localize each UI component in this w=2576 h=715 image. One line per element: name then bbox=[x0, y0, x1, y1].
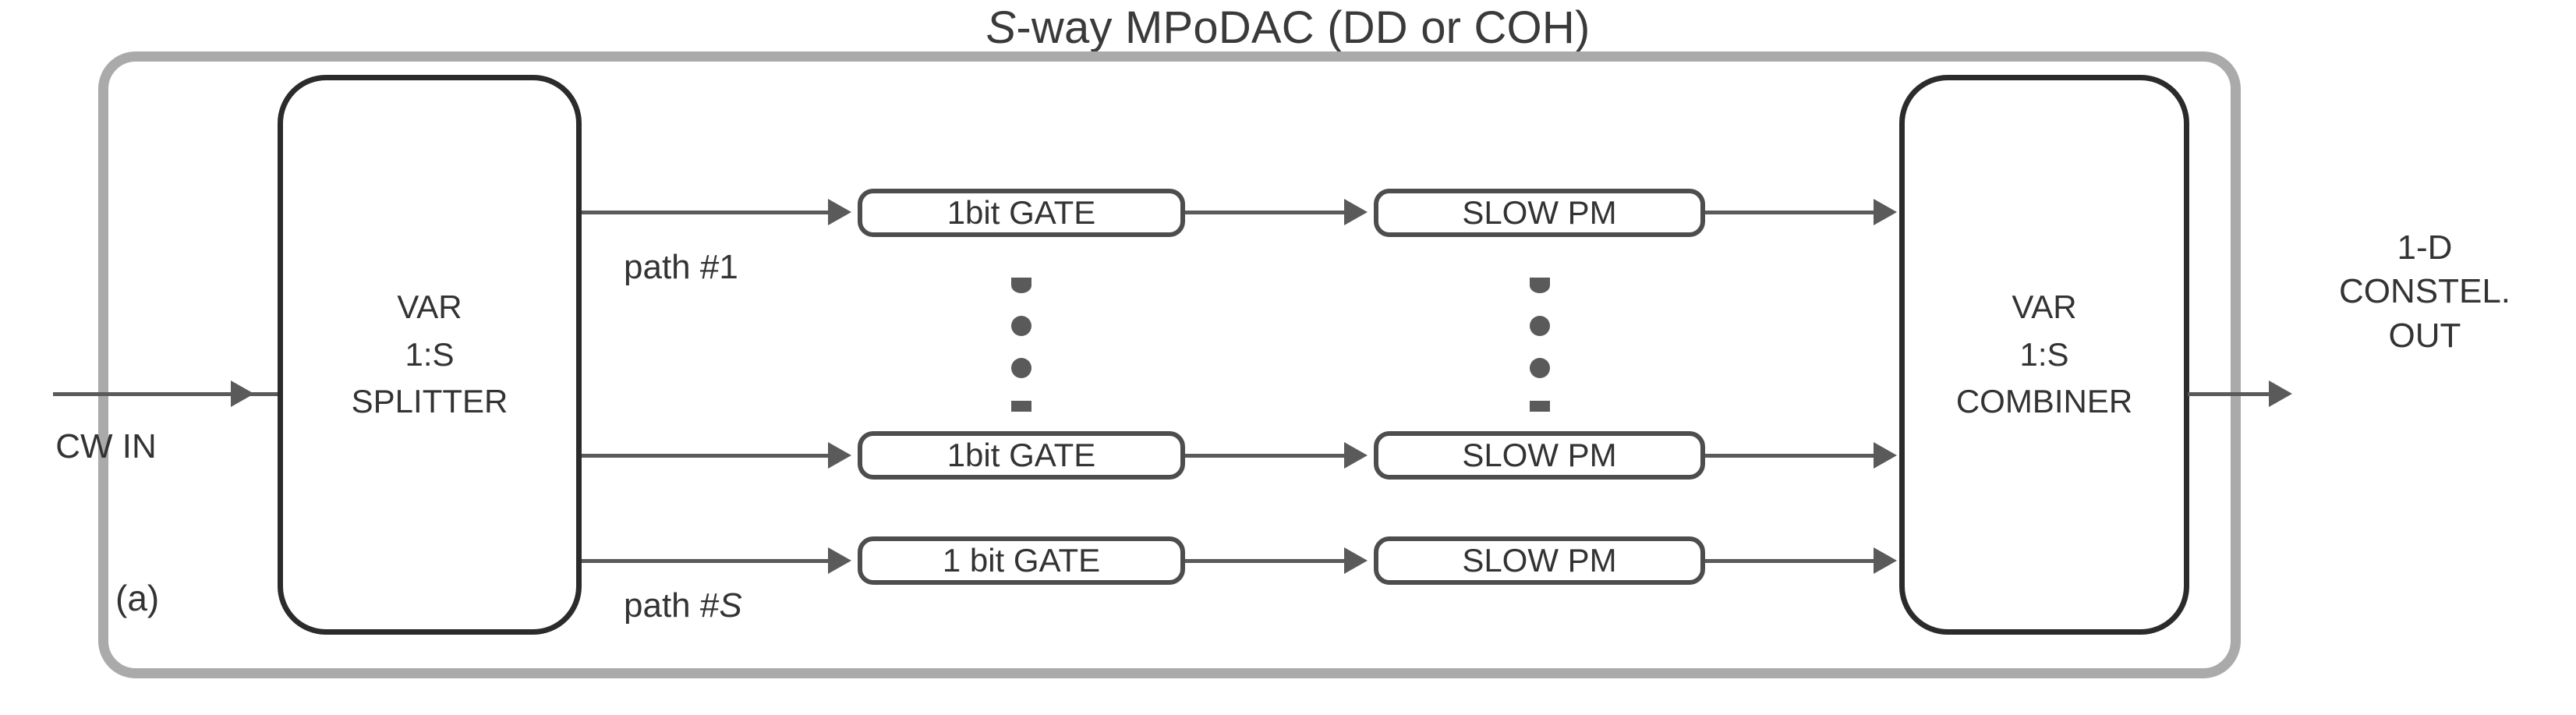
panel-label: (a) bbox=[115, 578, 160, 618]
cw-in-wire bbox=[53, 392, 278, 396]
out-arrow-icon bbox=[2269, 381, 2292, 407]
gate-column-ellipsis-icon bbox=[1011, 278, 1031, 412]
phase-modulator-block-path-s[interactable]: SLOW PM bbox=[1374, 536, 1705, 585]
output-label: 1-D CONSTEL. OUT bbox=[2308, 226, 2542, 358]
path-s-label: path #S bbox=[624, 586, 742, 625]
gate-block-path-s[interactable]: 1 bit GATE bbox=[858, 536, 1185, 585]
cw-in-arrow-icon bbox=[231, 381, 254, 407]
combiner-line-3: COMBINER bbox=[1955, 383, 2133, 420]
ellipsis-dot bbox=[1011, 358, 1031, 379]
ellipsis-dot bbox=[1530, 358, 1550, 379]
variable-splitter-block[interactable]: VAR 1:S SPLITTER bbox=[278, 75, 582, 635]
path-s-label-prefix: path # bbox=[624, 586, 720, 625]
gate2-to-pm2-wire bbox=[1185, 454, 1350, 458]
pm-column-ellipsis-icon bbox=[1530, 278, 1550, 412]
splitter-to-gate3-wire bbox=[582, 559, 834, 563]
splitter-to-gate2-wire bbox=[582, 454, 834, 458]
ellipsis-dot bbox=[1011, 400, 1031, 412]
combiner-line-2: 1:S bbox=[2019, 335, 2069, 373]
pm3-to-combiner-wire bbox=[1705, 559, 1878, 563]
splitter-to-gate1-wire bbox=[582, 211, 834, 214]
pm3-input-arrow-icon bbox=[1344, 547, 1368, 574]
pm2-to-combiner-wire bbox=[1705, 454, 1878, 458]
ellipsis-dot bbox=[1530, 278, 1550, 293]
phase-modulator-block-path-1[interactable]: SLOW PM bbox=[1374, 189, 1705, 237]
combiner-input-1-arrow-icon bbox=[1874, 199, 1897, 225]
figure-title-text: -way MPoDAC (DD or COH) bbox=[1016, 2, 1591, 53]
path-1-label-prefix: path # bbox=[624, 248, 720, 286]
variable-combiner-block[interactable]: VAR 1:S COMBINER bbox=[1899, 75, 2189, 635]
pm1-to-combiner-wire bbox=[1705, 211, 1878, 214]
splitter-line-2: 1:S bbox=[405, 335, 455, 373]
figure-title: S-way MPoDAC (DD or COH) bbox=[0, 2, 2576, 54]
ellipsis-dot bbox=[1530, 315, 1550, 336]
mpodac-chassis-outline bbox=[98, 51, 2241, 678]
gate1-input-arrow-icon bbox=[828, 199, 851, 225]
cw-in-label: CW IN bbox=[55, 427, 157, 465]
ellipsis-dot bbox=[1530, 400, 1550, 412]
gate2-input-arrow-icon bbox=[828, 442, 851, 469]
path-1-label-index: 1 bbox=[719, 248, 738, 286]
output-label-line-2: CONSTEL. bbox=[2338, 272, 2511, 311]
gate3-input-arrow-icon bbox=[828, 547, 851, 574]
gate1-to-pm1-wire bbox=[1185, 211, 1350, 214]
splitter-line-3: SPLITTER bbox=[351, 383, 508, 420]
combiner-input-2-arrow-icon bbox=[1874, 442, 1897, 469]
output-label-line-1: 1-D bbox=[2397, 228, 2453, 267]
pm2-input-arrow-icon bbox=[1344, 442, 1368, 469]
gate3-to-pm3-wire bbox=[1185, 559, 1350, 563]
combiner-line-1: VAR bbox=[2012, 288, 2077, 325]
combiner-input-3-arrow-icon bbox=[1874, 547, 1897, 574]
path-1-label: path #1 bbox=[624, 248, 738, 287]
combiner-out-wire bbox=[2188, 392, 2273, 396]
pm1-input-arrow-icon bbox=[1344, 199, 1368, 225]
ellipsis-dot bbox=[1011, 278, 1031, 293]
splitter-line-1: VAR bbox=[397, 288, 462, 325]
figure-title-variable: S bbox=[985, 2, 1017, 53]
path-s-label-index: S bbox=[719, 586, 742, 625]
gate-block-path-middle[interactable]: 1bit GATE bbox=[858, 431, 1185, 480]
output-label-line-3: OUT bbox=[2388, 316, 2461, 355]
ellipsis-dot bbox=[1011, 315, 1031, 336]
gate-block-path-1[interactable]: 1bit GATE bbox=[858, 189, 1185, 237]
phase-modulator-block-path-middle[interactable]: SLOW PM bbox=[1374, 431, 1705, 480]
